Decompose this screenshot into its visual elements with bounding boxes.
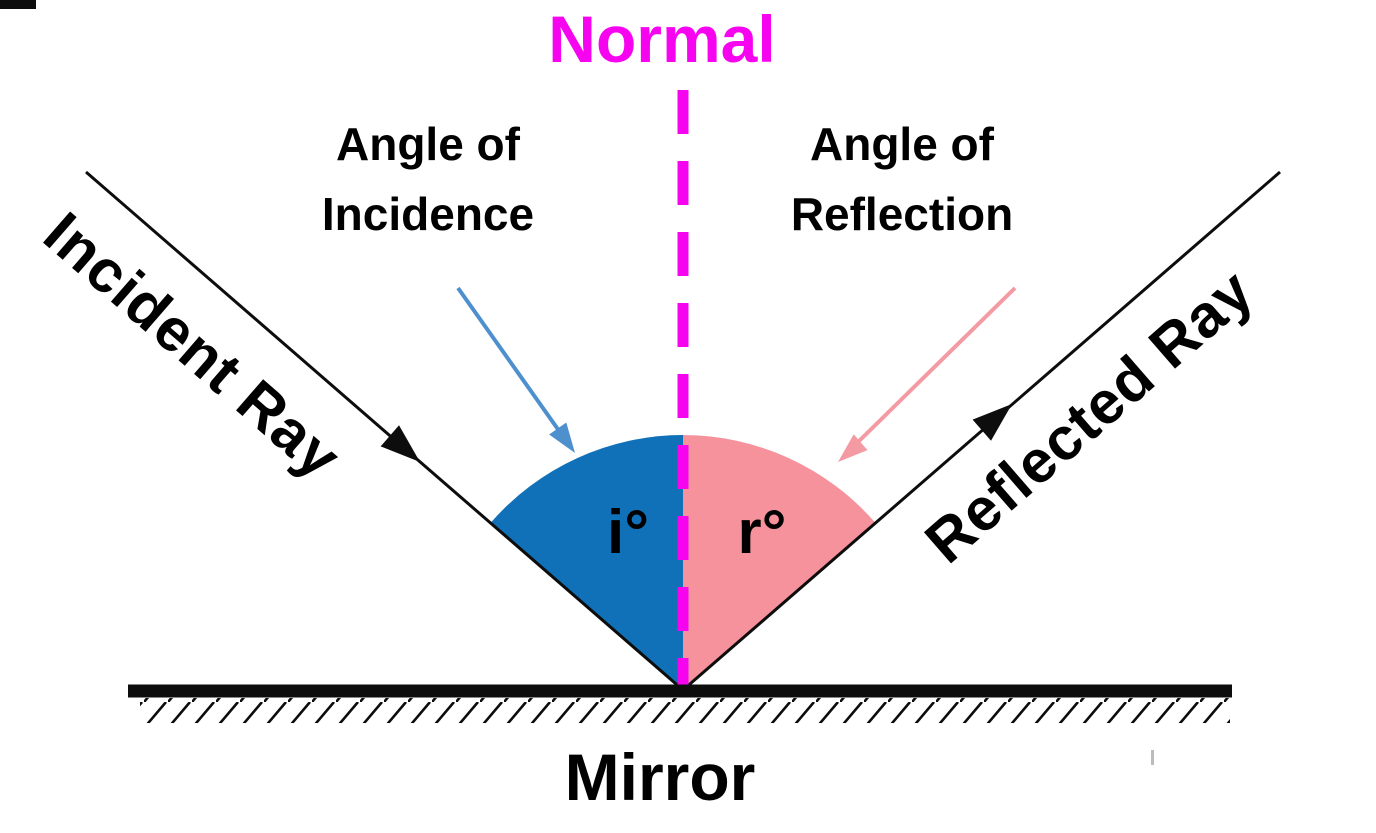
normal-label: Normal [548,2,775,76]
incident-ray-label: Incident Ray [31,199,353,491]
mirror-label: Mirror [565,740,756,814]
incident-ray-line [85,170,684,692]
reflection-pointer-arrow-line [854,286,1017,446]
incident-ray-arrowhead [380,425,420,462]
mirror-hatching [140,698,1230,723]
screen-edge-artifact [0,0,36,9]
stray-mark [1151,750,1154,765]
angle-of-reflection-label-line2: Reflection [791,188,1013,240]
incidence-angle-symbol: i° [607,498,649,567]
angle-of-reflection-sector [683,435,876,690]
incidence-pointer-arrow-line [456,286,564,437]
reflected-ray-arrowhead [972,404,1012,441]
incidence-pointer-arrowhead [549,422,575,453]
reflection-pointer-arrowhead [838,434,868,462]
angle-of-incidence-label-line1: Angle of [336,118,521,170]
reflection-angle-symbol: r° [738,498,787,567]
angle-of-incidence-label-line2: Incidence [322,188,534,240]
reflected-ray-line [682,170,1281,692]
angle-of-reflection-label-line1: Angle of [810,118,995,170]
reflected-ray-label: Reflected Ray [913,256,1266,575]
angle-of-incidence-sector [490,435,683,690]
